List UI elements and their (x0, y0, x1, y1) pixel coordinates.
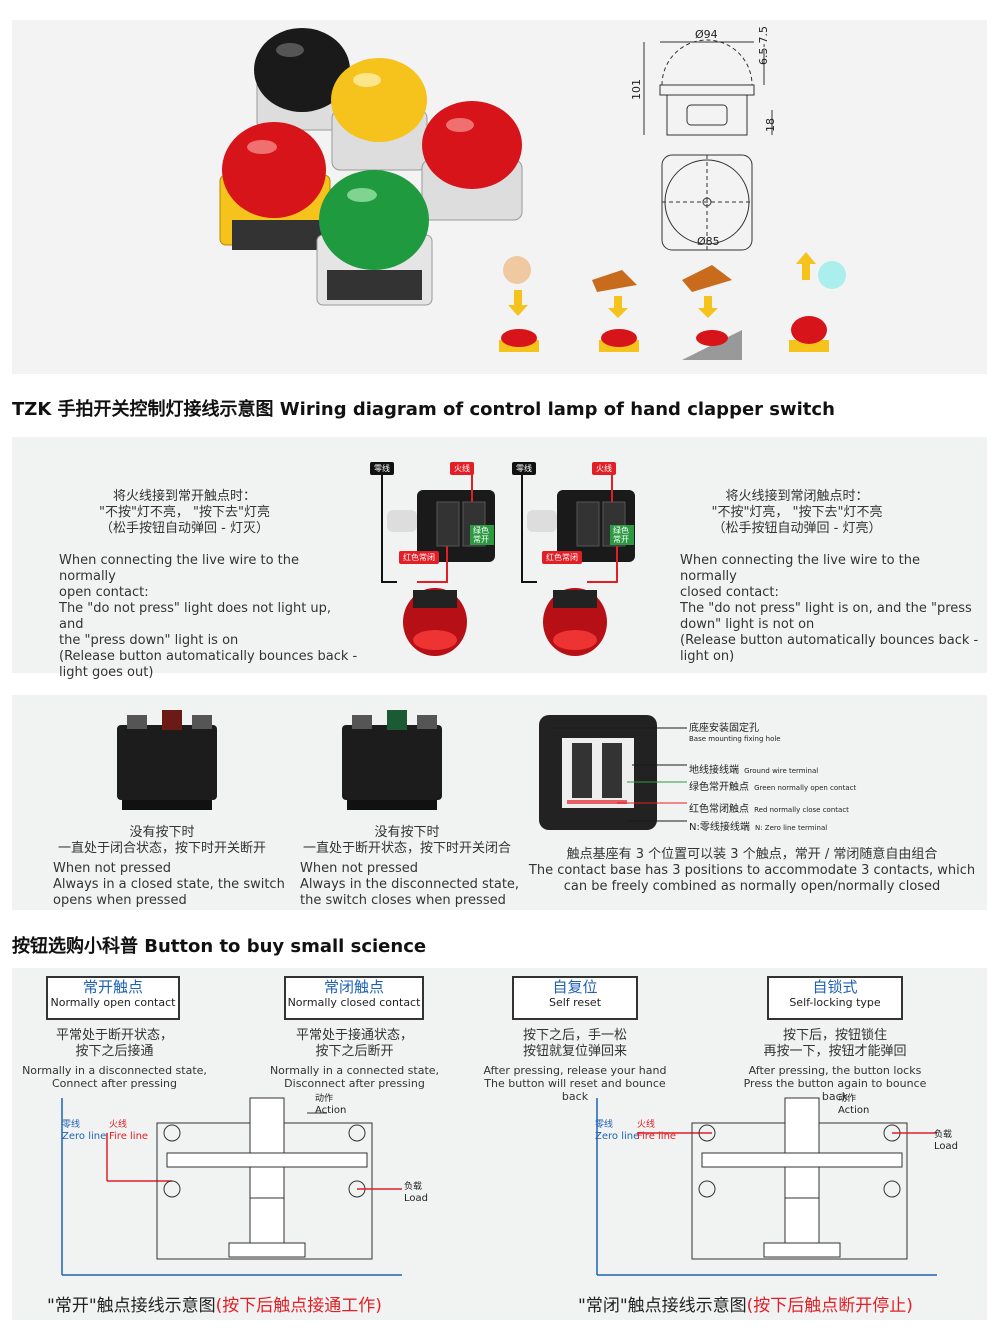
dim-top-dia: Ø94 (695, 28, 718, 41)
contact-block-green-image (342, 710, 442, 810)
nc-contact-diagram (596, 1097, 937, 1276)
dim-base-dia: Ø85 (697, 235, 720, 248)
right-en-text: When connecting the live wire to the nor… (680, 553, 979, 664)
red-button-right-image (421, 101, 523, 221)
contact-block-red-image (117, 710, 217, 810)
product-panel: Ø94 6.5-7.5 101 18 Ø85 (12, 20, 987, 374)
contacts-panel: 没有按下时 一直处于闭合状态，按下时开关断开 When not pressed … (12, 695, 987, 910)
tag-green-right: 绿色常开 (610, 525, 634, 545)
fist-press-icon (499, 256, 539, 352)
hand-release-icon (789, 252, 846, 352)
red-button-yellow-base-image (219, 122, 331, 250)
dim-base-h: 18 (764, 118, 777, 132)
section1-title: TZK 手拍开关控制灯接线示意图 Wiring diagram of contr… (12, 399, 835, 420)
wiring-panel: 将火线接到常开触点时： "不按"灯不亮， "按下去"灯亮 （松手按钮自动弹回 -… (12, 437, 987, 680)
green-button-image (316, 170, 433, 306)
desc-normally-closed: 平常处于接通状态， 按下之后断开 Normally in a connected… (269, 1028, 440, 1090)
box-normally-open: 常开触点 Normally open contact (46, 976, 180, 1020)
right-fire-label: 火线 Fire line (637, 1120, 677, 1142)
base-caption: 触点基座有 3 个位置可以装 3 个触点，常开 / 常闭随意自由组合 The c… (528, 847, 976, 894)
tag-red-left: 红色常闭 (399, 551, 439, 564)
tag-zero-left: 零线 (370, 462, 394, 475)
base-label-4: 红色常闭触点 Red normally close contact (689, 804, 849, 815)
dim-dome-h: 6.5-7.5 (757, 26, 770, 65)
product-photo (219, 28, 523, 306)
wiring-image-left (381, 472, 495, 656)
wiring-image-right (521, 472, 635, 656)
usage-pictograms (499, 252, 846, 360)
tag-green-left: 绿色常开 (470, 525, 494, 545)
foot-tilt-press-icon (682, 265, 742, 360)
section3-title: 按钮选购小科普 Button to buy small science (12, 936, 427, 957)
left-load-label: 负载 Load (404, 1182, 428, 1204)
no-contact-diagram (61, 1097, 402, 1276)
tag-fire-right: 火线 (592, 462, 616, 475)
contact2-en: When not pressed Always in the disconnec… (300, 861, 520, 908)
caption-left: "常开"触点接线示意图(按下后触点接通工作) (47, 1296, 382, 1316)
tag-zero-right: 零线 (512, 462, 536, 475)
dimension-drawing (643, 39, 773, 251)
tag-red-right: 红色常闭 (542, 551, 582, 564)
base-label-5: N:零线接线端 N: Zero line terminal (689, 822, 828, 833)
right-zero-label: 零线 Zero line (595, 1120, 640, 1142)
left-fire-label: 火线 Fire line (109, 1120, 149, 1142)
dim-height: 101 (630, 79, 643, 100)
right-cn-text: 将火线接到常闭触点时： "不按"灯亮， "按下去"灯不亮 （松手按钮自动弹回 -… (711, 489, 883, 536)
left-action-label: 动作 Action (315, 1094, 347, 1116)
right-action-label: 动作 Action (838, 1094, 870, 1116)
black-button-image (254, 28, 350, 131)
left-zero-label: 零线 Zero line (62, 1120, 107, 1142)
right-load-label: 负载 Load (934, 1130, 958, 1152)
desc-normally-open: 平常处于断开状态， 按下之后接通 Normally in a disconnec… (22, 1028, 207, 1090)
foot-press-icon (592, 270, 639, 352)
box-self-locking: 自锁式 Self-locking type (767, 976, 903, 1020)
contact1-en: When not pressed Always in a closed stat… (53, 861, 285, 908)
box-self-reset: 自复位 Self reset (512, 976, 638, 1020)
left-cn-text: 将火线接到常开触点时： "不按"灯不亮， "按下去"灯亮 （松手按钮自动弹回 -… (98, 489, 271, 536)
contact2-cn: 没有按下时 一直处于断开状态，按下时开关闭合 (302, 825, 511, 856)
desc-self-locking: 按下后，按钮锁住 再按一下，按钮才能弹回 After pressing, the… (743, 1028, 927, 1103)
tag-fire-left: 火线 (450, 462, 474, 475)
left-en-text: When connecting the live wire to the nor… (59, 553, 358, 680)
box-normally-closed: 常闭触点 Normally closed contact (284, 976, 424, 1020)
science-panel: 常开触点 Normally open contact 常闭触点 Normally… (12, 968, 987, 1320)
contact1-cn: 没有按下时 一直处于闭合状态，按下时开关断开 (57, 825, 266, 856)
yellow-button-image (331, 58, 428, 171)
desc-self-reset: 按下之后，手一松 按钮就复位弹回来 After pressing, releas… (483, 1028, 667, 1103)
base-label-2: 地线接线端 Ground wire terminal (689, 765, 819, 776)
base-label-1: 底座安装固定孔 Base mounting fixing hole (689, 723, 781, 743)
base-label-3: 绿色常开触点 Green normally open contact (689, 782, 857, 793)
caption-right: "常闭"触点接线示意图(按下后触点断开停止) (578, 1296, 913, 1316)
contact-base-image (539, 715, 687, 830)
